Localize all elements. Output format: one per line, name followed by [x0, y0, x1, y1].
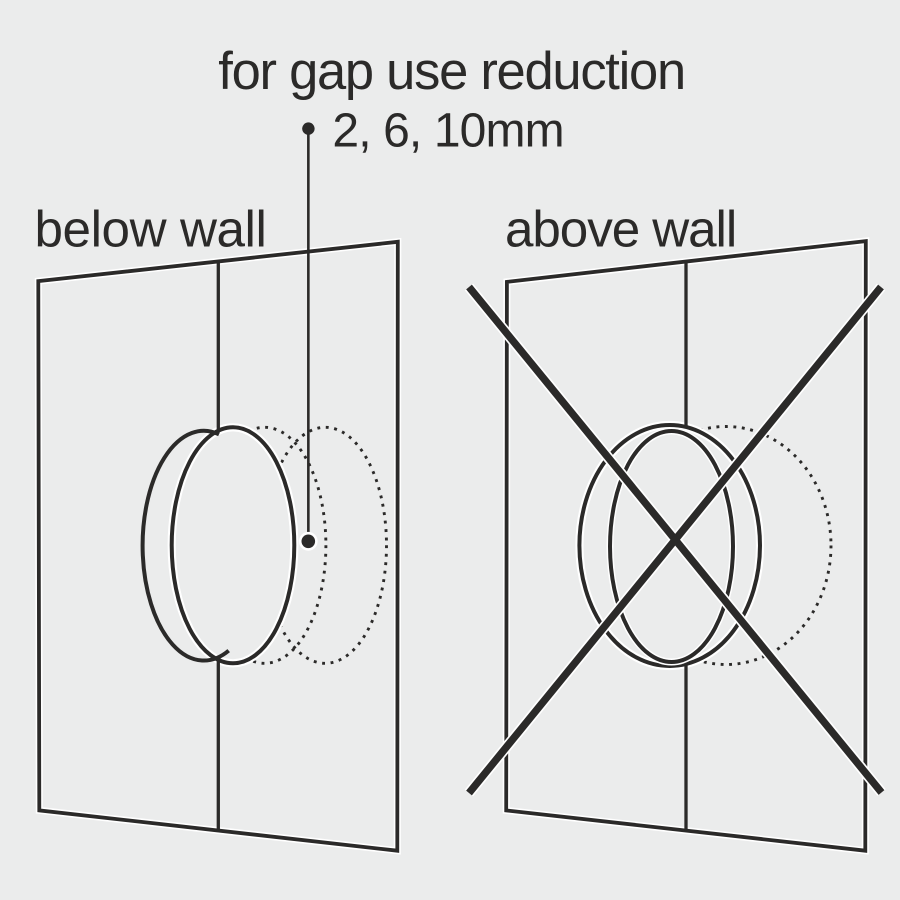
svg-text:2, 6, 10mm: 2, 6, 10mm	[332, 105, 563, 158]
svg-text:above wall: above wall	[505, 200, 736, 257]
svg-text:for gap use reduction: for gap use reduction	[218, 42, 685, 101]
svg-text:below wall: below wall	[35, 200, 267, 257]
